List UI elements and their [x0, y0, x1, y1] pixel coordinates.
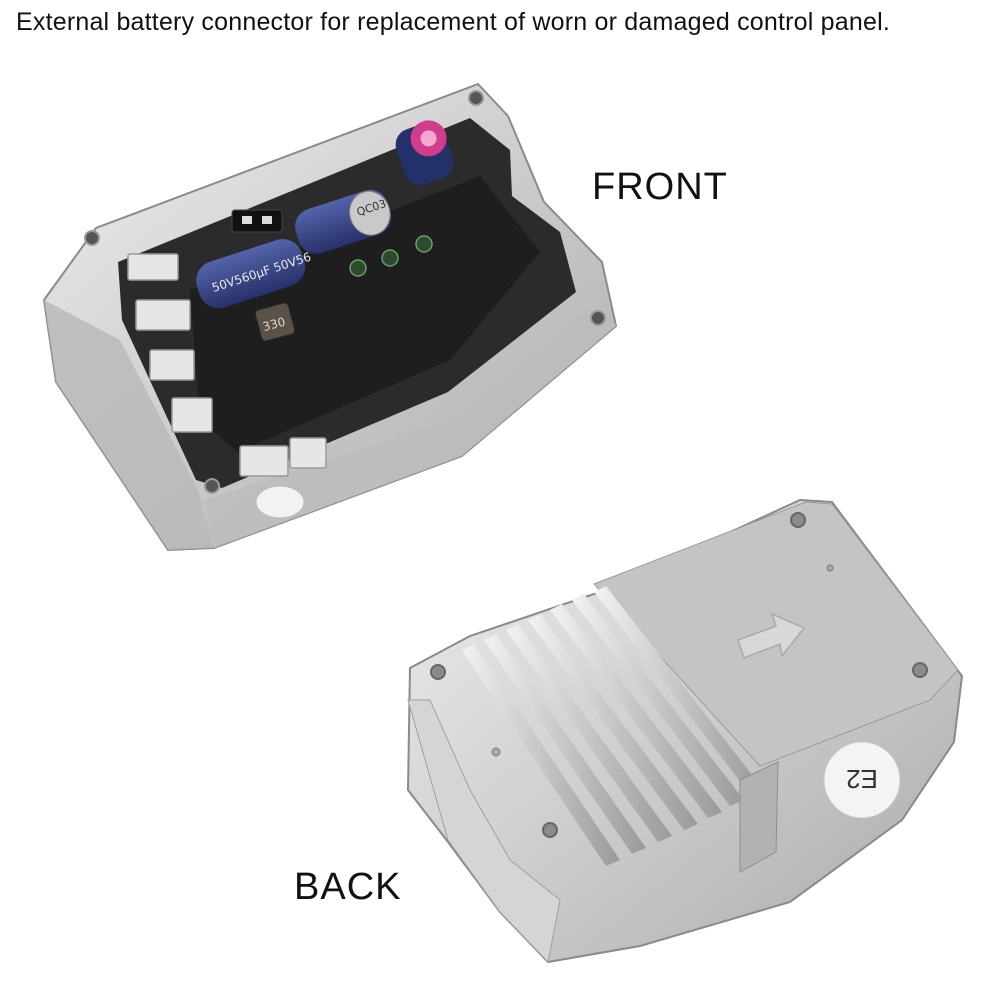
front-sticker [255, 485, 305, 519]
connector-row [127, 253, 327, 477]
capacitor-small [395, 120, 454, 185]
screw-hole-icon [542, 822, 558, 838]
pin-icon [826, 564, 834, 572]
front-pcb [190, 176, 540, 452]
inductor-marking: 330 [261, 315, 287, 334]
back-label: BACK [294, 866, 402, 908]
heatsink-fins [462, 586, 762, 866]
back-step [739, 761, 779, 873]
back-housing-front-wall [407, 699, 561, 964]
e2-sticker-text: E2 [846, 764, 878, 794]
arrow-icon [737, 612, 806, 659]
front-housing-side [44, 300, 214, 550]
led-row [349, 235, 433, 277]
caption: External battery connector for replaceme… [16, 8, 891, 36]
xt-connector-icon [231, 209, 283, 233]
e2-sticker [823, 741, 901, 819]
front-housing: 50V560µF 50V56 QC03 330 [42, 82, 618, 552]
pin-icon [491, 747, 501, 757]
screw-hole-icon [204, 478, 220, 494]
front-label: FRONT [592, 166, 728, 208]
connector-icon [127, 253, 179, 281]
screw-hole-icon [430, 664, 446, 680]
screw-hole-icon [912, 662, 928, 678]
back-housing: E2 [406, 498, 964, 964]
capacitor-medium: QC03 [295, 189, 392, 254]
connector-icon [239, 445, 289, 477]
connector-icon [289, 437, 327, 469]
inductor: 330 [254, 302, 296, 342]
front-housing-bottom-wall [204, 300, 616, 548]
screw-hole-icon [790, 512, 806, 528]
connector-icon [149, 349, 195, 381]
screw-hole-icon [468, 90, 484, 106]
connector-icon [171, 397, 213, 433]
screw-hole-icon [84, 230, 100, 246]
screw-hole-icon [590, 310, 606, 326]
connector-icon [135, 299, 191, 331]
